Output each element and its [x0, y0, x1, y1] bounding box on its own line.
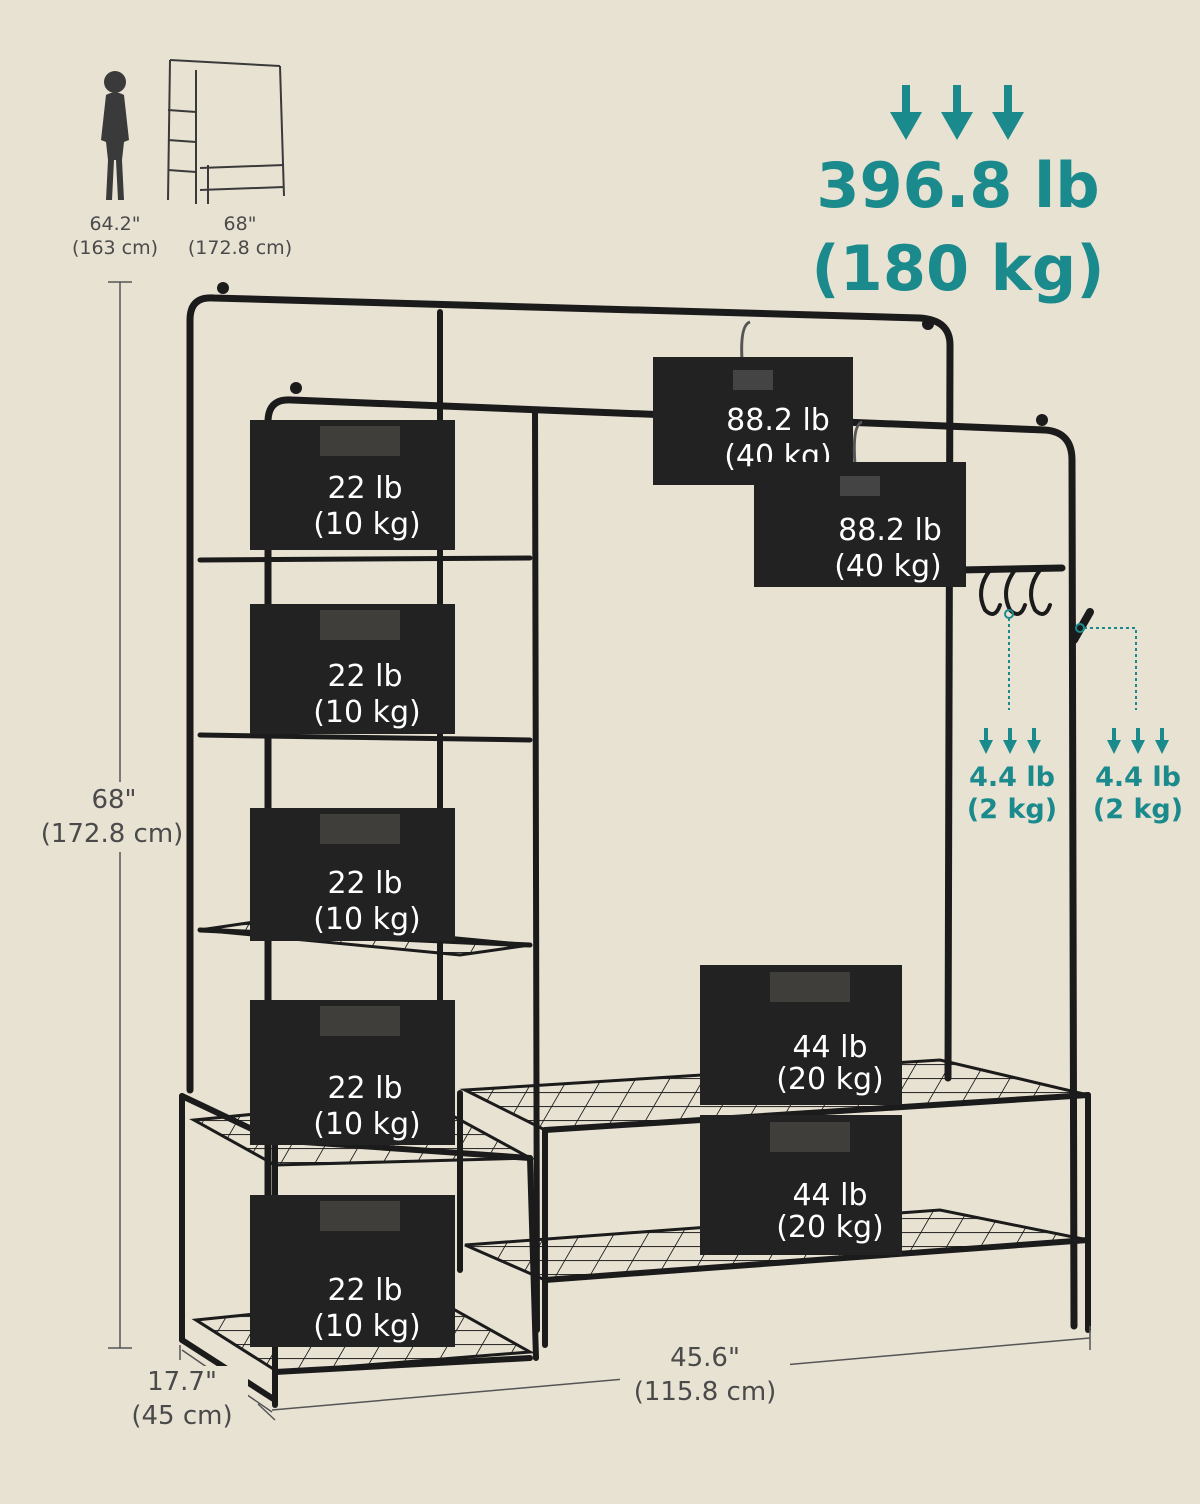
reference-group: 64.2" (163 cm) 68" (172.8 cm) [72, 59, 292, 259]
weight-rod-2-lb: 88.2 lb [838, 513, 942, 548]
weight-bench-upper-kg: (20 kg) [776, 1062, 884, 1097]
person-height-in: 64.2" [89, 213, 140, 235]
weight-shelf-2-lb: 22 lb [327, 659, 402, 694]
weight-box-bench-lower: 44 lb (20 kg) [700, 1115, 902, 1255]
s-hook-capacity-kg: (2 kg) [967, 794, 1057, 825]
weight-shelf-3-kg: (10 kg) [313, 902, 421, 937]
depth-cm-label: (45 cm) [131, 1401, 232, 1431]
weight-bench-lower-lb: 44 lb [792, 1178, 867, 1213]
back-frame [186, 294, 954, 1094]
person-height-cm: (163 cm) [72, 237, 158, 259]
hook-callouts: 4.4 lb (2 kg) 4.4 lb (2 kg) [967, 609, 1183, 825]
weight-shelf-5-lb: 22 lb [327, 1273, 402, 1308]
weight-bench-lower-kg: (20 kg) [776, 1210, 884, 1245]
weight-box-rod-1: 88.2 lb (40 kg) [653, 320, 853, 485]
s-hook-arrows-icon [979, 728, 1041, 754]
weight-box-rod-2: 88.2 lb (40 kg) [754, 420, 966, 587]
s-hook-capacity-lb: 4.4 lb [969, 762, 1055, 793]
weight-shelf-5-kg: (10 kg) [313, 1309, 421, 1344]
front-middle-post [532, 409, 540, 1333]
mini-rack-height-cm: (172.8 cm) [188, 237, 292, 259]
total-capacity-kg: (180 kg) [811, 232, 1104, 305]
weight-box-shelf-5: 22 lb (10 kg) [250, 1195, 455, 1347]
weight-shelf-3-lb: 22 lb [327, 866, 402, 901]
width-in-label: 45.6" [670, 1343, 740, 1373]
side-hook-icon [1070, 608, 1094, 644]
side-hook-capacity-lb: 4.4 lb [1095, 762, 1181, 793]
hook-bar [956, 564, 1066, 574]
side-hook-arrows-icon [1107, 728, 1169, 754]
weight-rod-1-lb: 88.2 lb [726, 403, 830, 438]
weight-box-bench-upper: 44 lb (20 kg) [700, 965, 902, 1105]
s-hooks-icon [979, 568, 1052, 616]
weight-shelf-1-kg: (10 kg) [313, 507, 421, 542]
weight-box-shelf-1: 22 lb (10 kg) [250, 420, 455, 550]
height-in-label: 68" [91, 785, 136, 815]
weight-shelf-4-kg: (10 kg) [313, 1107, 421, 1142]
width-cm-label: (115.8 cm) [634, 1377, 777, 1407]
depth-in-label: 17.7" [147, 1367, 217, 1397]
weight-bench-upper-lb: 44 lb [792, 1030, 867, 1065]
depth-dimension: 17.7" (45 cm) [118, 1345, 276, 1436]
mini-rack-icon [167, 59, 285, 204]
side-hook-capacity-kg: (2 kg) [1093, 794, 1183, 825]
weight-shelf-4-lb: 22 lb [327, 1071, 402, 1106]
person-silhouette-icon [101, 71, 129, 200]
weight-box-shelf-2: 22 lb (10 kg) [250, 604, 455, 734]
weight-shelf-2-kg: (10 kg) [313, 695, 421, 730]
down-arrows-icon [890, 85, 1024, 140]
width-dimension: 45.6" (115.8 cm) [271, 1326, 1091, 1412]
weight-box-shelf-3: 22 lb (10 kg) [250, 808, 455, 941]
mini-rack-height-in: 68" [224, 213, 257, 235]
weight-boxes: 88.2 lb (40 kg) 88.2 lb (40 kg) 22 lb (1… [250, 320, 966, 1347]
total-capacity-group: 396.8 lb (180 kg) [811, 85, 1105, 305]
height-cm-label: (172.8 cm) [41, 819, 184, 849]
weight-rod-2-kg: (40 kg) [834, 549, 942, 584]
weight-box-shelf-4: 22 lb (10 kg) [250, 1000, 455, 1145]
height-dimension: 68" (172.8 cm) [41, 281, 190, 1349]
weight-shelf-1-lb: 22 lb [327, 471, 402, 506]
total-capacity-lb: 396.8 lb [816, 149, 1099, 222]
